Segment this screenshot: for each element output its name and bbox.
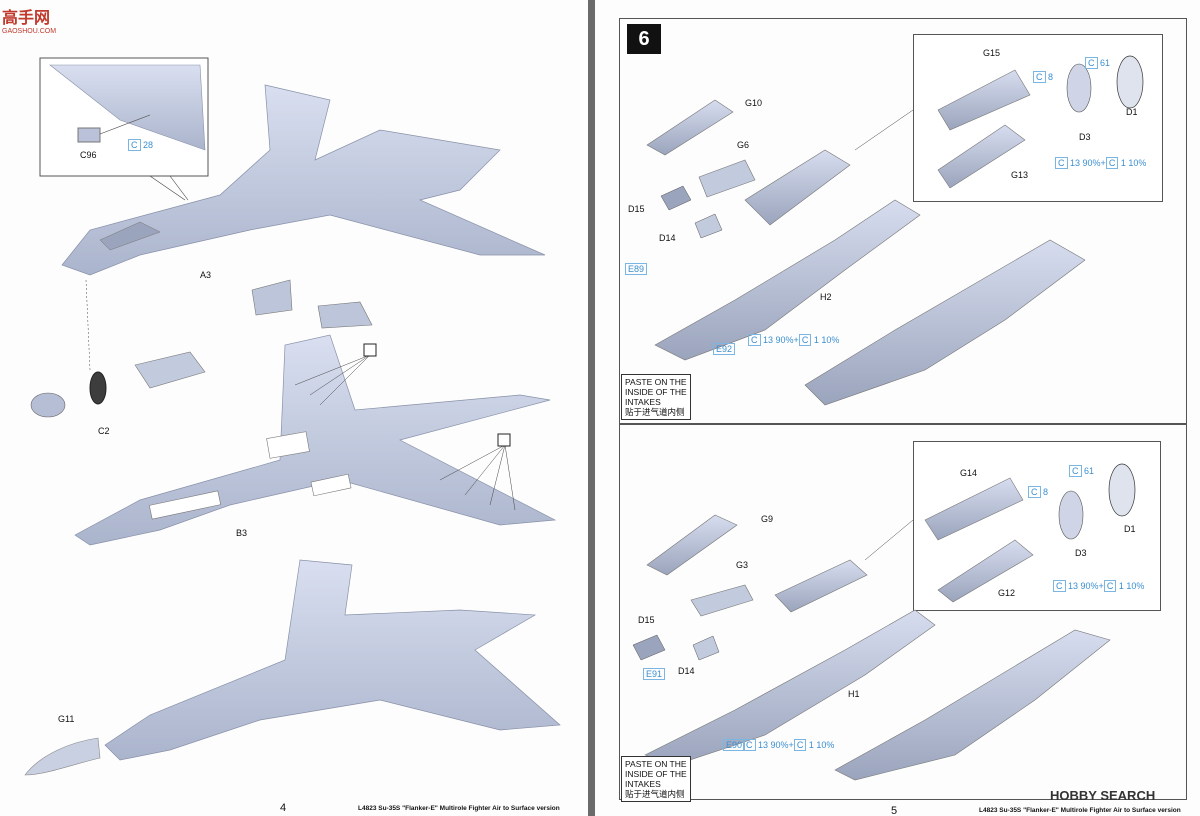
label-g3: G3 [736,560,749,570]
paste-note-lower: PASTE ON THE INSIDE OF THE INTAKES 贴于进气道… [621,756,691,802]
ref-c8-lower: C 8 [1028,486,1048,498]
g13-part [937,124,1026,189]
ref-c8: C 8 [1033,71,1053,83]
label-g6: G6 [737,140,750,150]
c96-part [77,127,101,143]
intake-duct-upper [744,149,851,226]
page-number-left: 4 [280,802,287,814]
d1-lower-fan [1108,463,1136,517]
h1-assembled [834,629,1111,781]
mix-ref-detail: C 13 90%+C 1 10% [1055,157,1146,169]
label-h1: H1 [848,689,860,699]
footer-left: L4823 Su-35S "Flanker-E" Multirole Fight… [358,805,560,812]
g12-part [937,539,1034,603]
ref-c61: C 61 [1085,57,1110,69]
label-g11: G11 [58,714,75,724]
label-d15-lower: D15 [638,615,655,625]
watermark-logo: 高手网 GAOSHOU.COM [2,10,57,35]
label-h2: H2 [820,292,832,302]
step-6-upper-frame [619,18,1187,425]
g6-part [698,159,756,198]
label-b3: B3 [236,528,248,538]
label-c96: C96 [80,150,97,160]
label-g12: G12 [998,588,1016,598]
vent-panel-2 [317,301,373,329]
c2-disc [89,371,107,405]
g3-part [690,584,754,617]
label-g13: G13 [1011,170,1029,180]
label-g14: G14 [960,468,978,478]
h1-intake [644,609,936,766]
d15-part [660,185,692,211]
cockpit-a3 [99,221,161,251]
intake-duct-lower [774,559,868,613]
left-instruction-page: C96 C 28 A3 C2 B3 G11 4 L4823 Su-35S "Fl… [0,0,588,816]
exhaust-part [30,392,66,418]
d14-lower-part [692,635,720,661]
decal-e89: E89 [625,263,648,275]
mix-ref-detail-lower: C 13 90%+C 1 10% [1053,580,1144,592]
label-g15: G15 [983,48,1001,58]
label-a3: A3 [200,270,212,280]
g14-part [924,477,1024,541]
step-6-lower-frame [619,423,1187,800]
left-page-drawings [24,57,561,776]
d3-fan [1066,63,1092,113]
label-g9: G9 [761,514,774,524]
label-c2: C2 [98,426,110,436]
right-page-drawings [632,55,1144,781]
label-d3: D3 [1079,132,1091,142]
g9-part [646,514,738,576]
page-number-right: 5 [891,805,898,816]
footer-right: L4823 Su-35S "Flanker-E" Multirole Fight… [979,807,1181,814]
d14-part [694,213,723,239]
glue-icon-2 [497,433,511,447]
label-d1: D1 [1126,107,1138,117]
step-number: 6 [627,24,661,54]
decal-e90: E90 [723,739,746,751]
hobby-search-logo: HOBBY SEARCH [1050,788,1156,803]
label-g10: G10 [745,98,763,108]
mix-ref-main-lower: C 13 90%+C 1 10% [743,739,834,751]
color-ref-c28: C 28 [128,139,153,151]
fuselage-complete [104,559,561,761]
fuselage-a3 [61,84,546,276]
label-d1-lower: D1 [1124,524,1136,534]
intake-part [134,351,206,389]
label-d3-lower: D3 [1075,548,1087,558]
g10-part [646,99,734,156]
right-instruction-page: 6 [595,0,1200,816]
d15-lower-part [632,634,666,661]
d3-lower-fan [1058,490,1084,540]
nose-cone-g11 [24,737,101,776]
label-d14-lower: D14 [678,666,695,676]
g15-part [937,69,1031,131]
vent-panel-1 [251,279,293,316]
ref-c61-lower: C 61 [1069,465,1094,477]
fuselage-b3 [74,334,557,546]
label-d15: D15 [628,204,645,214]
decal-e91: E91 [643,668,666,680]
detail-fuselage [49,64,206,151]
h2-intake [654,199,921,361]
decal-e92: E92 [713,343,736,355]
h2-assembled [804,239,1086,406]
label-d14: D14 [659,233,676,243]
d1-fan [1116,55,1144,109]
paste-note-upper: PASTE ON THE INSIDE OF THE INTAKES 贴于进气道… [621,374,691,420]
mix-ref-main: C 13 90%+C 1 10% [748,334,839,346]
glue-icon-1 [363,343,377,357]
